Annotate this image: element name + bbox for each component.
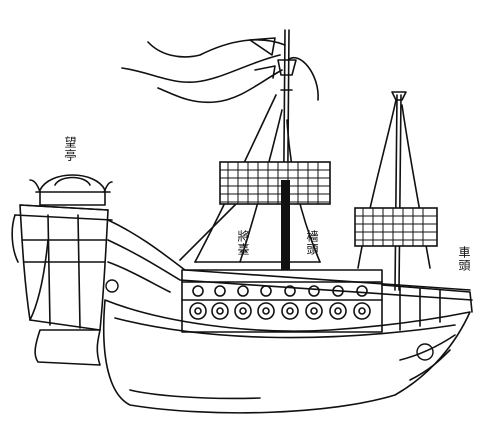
fore-mast — [394, 94, 398, 291]
rudder — [34, 329, 101, 366]
label-left-sail: 將臺 — [236, 230, 250, 256]
mat-panel-main — [219, 161, 331, 205]
mast-dark-segment — [281, 180, 290, 270]
side-rail — [107, 219, 471, 291]
label-pavilion: 望亭 — [63, 136, 77, 162]
pennant — [147, 39, 286, 58]
stern-emblem — [105, 279, 119, 293]
ship-hull — [102, 299, 471, 414]
gun-ports — [189, 285, 371, 320]
stern-pavilion — [39, 174, 106, 206]
label-mast: 檣頭 — [305, 230, 319, 256]
mat-panel-fore — [354, 207, 438, 247]
hull-waterline — [114, 317, 456, 339]
label-right: 車頭 — [457, 246, 471, 272]
bow-emblem — [416, 343, 434, 361]
deckhouse — [181, 269, 383, 333]
